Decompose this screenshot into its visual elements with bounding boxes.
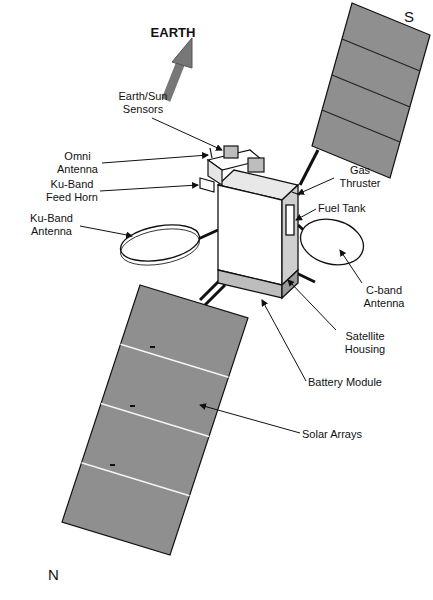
earth-sun-sensors-shape [200, 178, 214, 192]
leader-lines-shape [296, 209, 316, 220]
part-label: Fuel Tank [318, 202, 378, 215]
earth-sun-sensors-shape [224, 146, 238, 158]
satellite-housing [218, 170, 298, 298]
satellite-housing-shape [218, 185, 282, 285]
earth-arrow-shape [172, 38, 192, 68]
c-band-antenna [295, 212, 368, 271]
part-label: N [48, 566, 68, 583]
ku-band-antenna-shape [118, 219, 203, 266]
north-solar-array-shape [150, 346, 155, 348]
part-label: S [404, 8, 424, 25]
leader-lines-shape [102, 155, 208, 163]
part-label: Ku-Band Feed Horn [44, 178, 100, 204]
part-label: Solar Arrays [302, 428, 392, 441]
ku-band-antenna-shape [118, 223, 203, 270]
south-solar-array-shape [332, 75, 410, 107]
earth-arrow [166, 38, 192, 100]
south-solar-array-shape [322, 110, 400, 142]
leader-lines-shape [340, 250, 362, 283]
leader-lines-shape [262, 300, 306, 381]
leader-lines-shape [100, 185, 198, 191]
part-label: Omni Antenna [50, 150, 105, 176]
south-solar-array [300, 3, 430, 185]
part-label: Earth/Sun Sensors [112, 90, 174, 116]
part-label: Ku-Band Antenna [24, 212, 79, 238]
part-label: Gas Thruster [335, 164, 385, 190]
part-label: Battery Module [308, 376, 408, 389]
earth-sun-sensors-shape [248, 158, 264, 172]
leader-lines-shape [298, 178, 334, 194]
north-solar-array-shape [82, 463, 190, 496]
part-label: C-band Antenna [358, 284, 410, 310]
south-solar-array-shape [300, 150, 318, 185]
part-label: Satellite Housing [334, 330, 396, 356]
satellite-housing-shape [282, 270, 298, 298]
part-label: EARTH [143, 25, 203, 40]
north-solar-array-shape [121, 344, 229, 377]
leader-lines-shape [80, 226, 132, 236]
satellite-housing-shape [282, 185, 298, 285]
north-solar-array-shape [101, 404, 209, 437]
north-solar-array [62, 285, 248, 555]
south-solar-array-shape [342, 39, 420, 71]
satellite-housing-shape [218, 270, 282, 298]
earth-sun-sensors [200, 146, 300, 195]
c-band-antenna-shape [295, 212, 368, 271]
ku-band-antenna [118, 219, 203, 270]
leader-lines-shape [152, 118, 222, 150]
leader-lines-shape [288, 280, 336, 330]
north-solar-array-shape [62, 285, 248, 555]
satellite-housing-shape [286, 205, 294, 235]
north-solar-array-shape [130, 405, 135, 407]
earth-sun-sensors-shape [210, 148, 212, 158]
earth-arrow-shape [166, 62, 181, 100]
north-solar-array-shape [110, 464, 115, 466]
south-solar-array-shape [312, 3, 430, 178]
leader-lines-shape [200, 405, 300, 433]
